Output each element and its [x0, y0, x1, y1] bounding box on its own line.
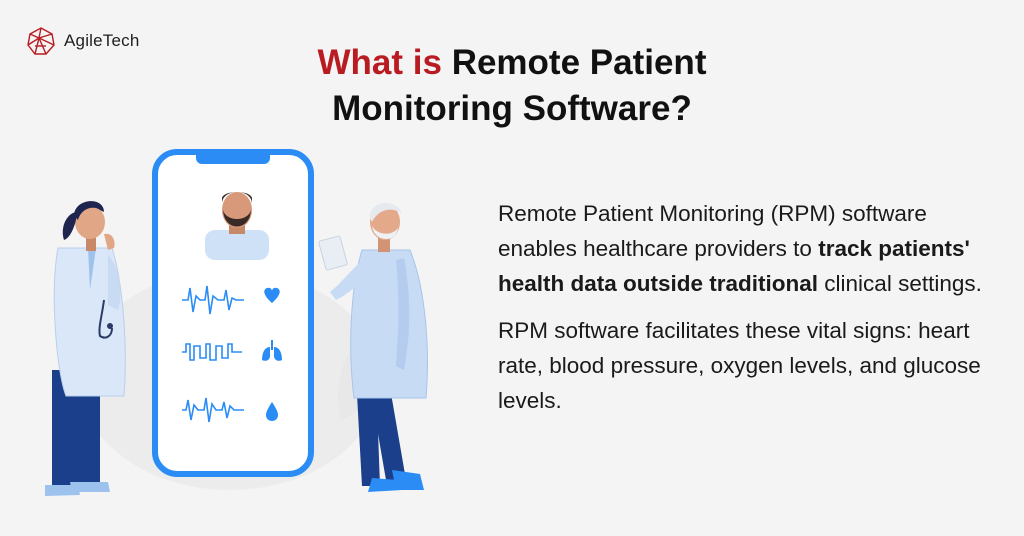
male-doctor — [318, 203, 428, 492]
heart-waveform — [182, 285, 244, 315]
p1-end: clinical settings. — [818, 271, 982, 296]
p1-bold: track patients' health data outside trad… — [498, 236, 970, 296]
description: Remote Patient Monitoring (RPM) software… — [498, 196, 998, 430]
heart-icon — [264, 287, 280, 303]
female-doctor — [45, 201, 126, 496]
agiletech-logo-icon — [27, 27, 55, 55]
drop-icon — [266, 402, 278, 421]
phone-notch — [196, 150, 270, 164]
rpm-illustration — [45, 149, 428, 496]
description-paragraph-1: Remote Patient Monitoring (RPM) software… — [498, 196, 998, 301]
smartphone — [152, 149, 314, 477]
title-line2: Monitoring Software? — [332, 89, 692, 128]
description-paragraph-2: RPM software facilitates these vital sig… — [498, 318, 981, 413]
lungs-icon — [262, 340, 282, 361]
lungs-waveform — [182, 343, 242, 361]
page-title: What is Remote Patient Monitoring Softwa… — [0, 40, 1024, 132]
p1-start: Remote Patient Monitoring (RPM) software… — [498, 201, 927, 261]
title-line1-rest: Remote Patient — [441, 43, 707, 82]
patient-avatar — [205, 192, 269, 260]
vital-row-lungs — [182, 340, 282, 361]
vital-row-heart — [182, 285, 280, 315]
vital-row-glucose — [182, 397, 278, 423]
title-accent: What is — [317, 43, 442, 82]
agiletech-logo[interactable]: AgileTech — [26, 26, 140, 56]
glucose-waveform — [182, 397, 244, 423]
brand-name: AgileTech — [64, 31, 140, 50]
